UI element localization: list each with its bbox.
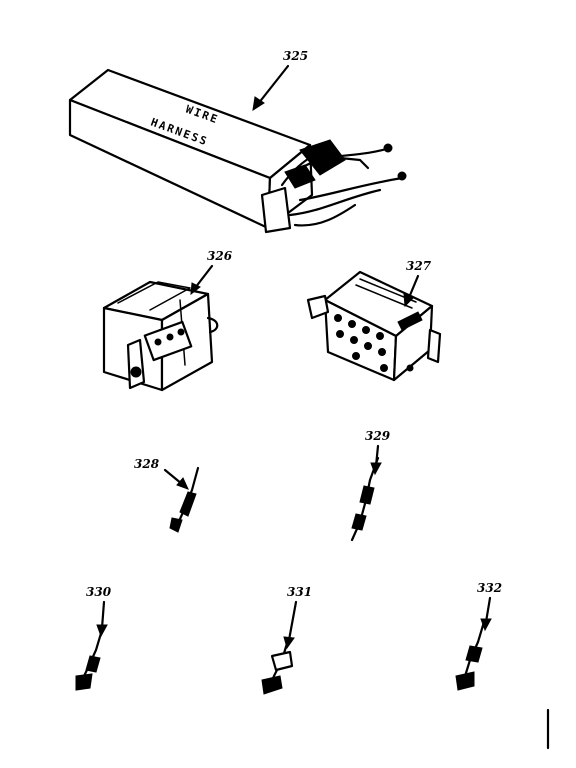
callout-330: 330 — [86, 585, 112, 599]
terminal-329 — [350, 456, 380, 542]
terminal-330 — [75, 628, 104, 691]
arrowhead-331 — [283, 636, 295, 650]
callout-332: 332 — [477, 581, 502, 595]
callout-325: 325 — [283, 49, 308, 63]
arrowhead-329 — [370, 462, 382, 476]
leader-325 — [256, 64, 290, 106]
arrowhead-330 — [96, 624, 108, 638]
wire-harness-package: WIRE HARNESS — [68, 68, 407, 234]
leader-332 — [484, 596, 492, 624]
callout-328: 328 — [134, 457, 160, 471]
arrowhead-328 — [176, 477, 189, 490]
callout-326: 326 — [207, 249, 233, 263]
connector-block-327 — [306, 270, 442, 382]
callout-329: 329 — [365, 429, 391, 443]
terminal-331 — [261, 638, 294, 695]
leader-331 — [287, 600, 298, 642]
callout-327: 327 — [406, 259, 432, 273]
leader-330 — [100, 600, 106, 630]
arrowhead-325 — [252, 96, 265, 112]
terminal-328 — [169, 466, 200, 533]
callout-331: 331 — [287, 585, 312, 599]
arrowhead-326 — [190, 282, 201, 296]
terminal-332 — [455, 620, 486, 691]
arrowhead-332 — [480, 618, 492, 632]
connector-housing-326 — [102, 280, 219, 392]
leader-326 — [193, 264, 214, 290]
arrowhead-327 — [403, 293, 414, 308]
leader-328 — [163, 468, 184, 486]
